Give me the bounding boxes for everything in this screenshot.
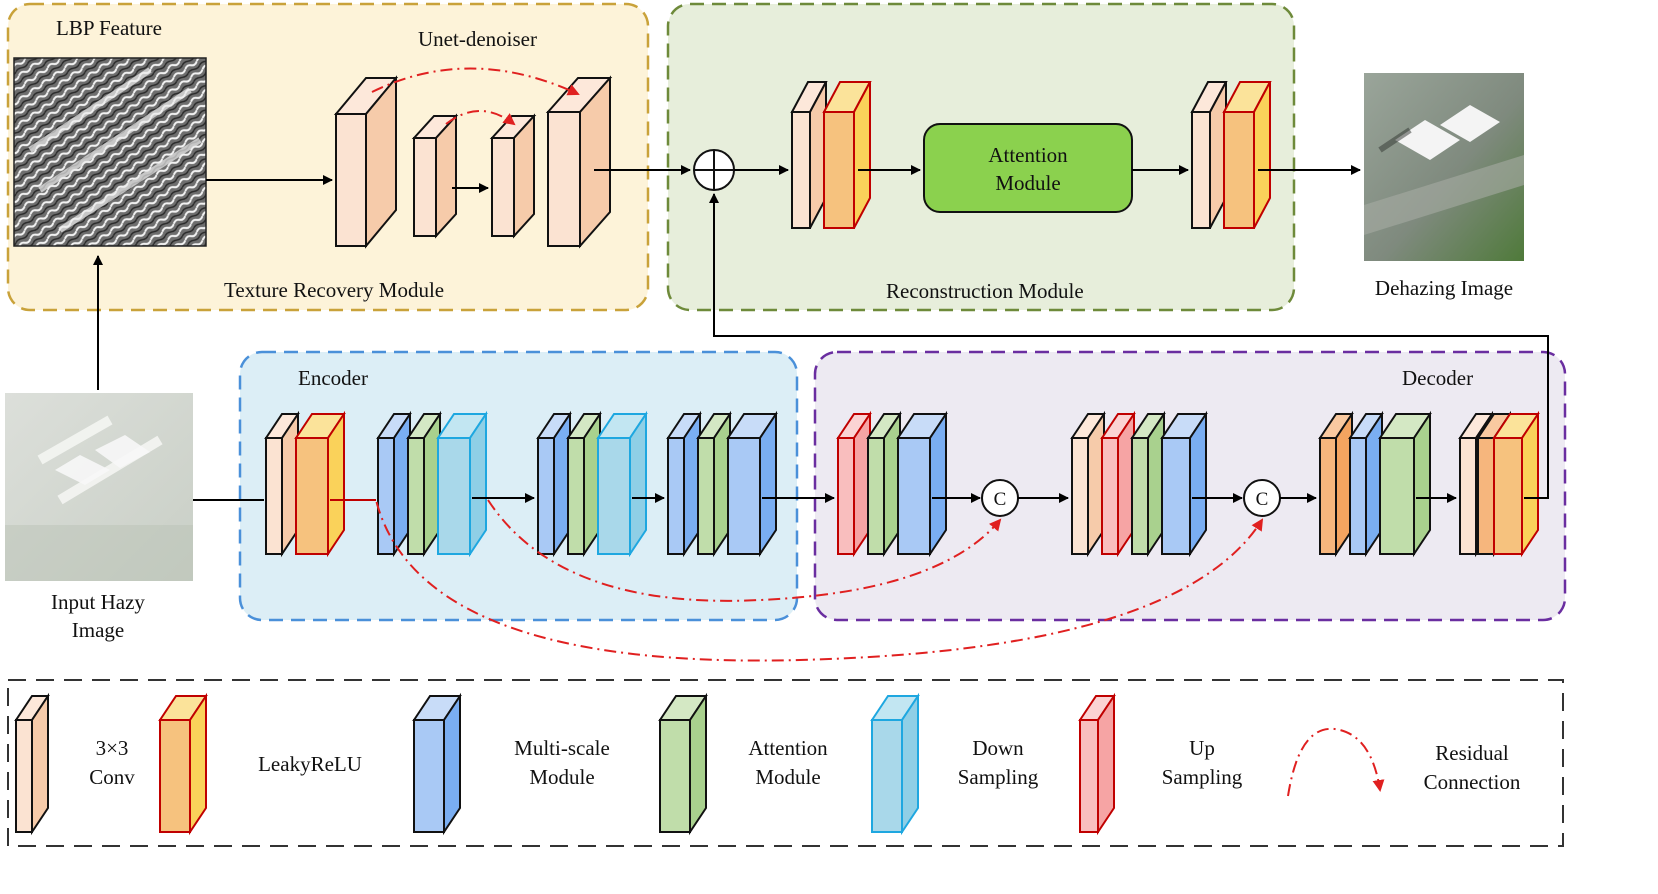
legend-down-line1: Down [972,736,1024,760]
flow-arrows [93,165,1549,503]
encoder-stage-2 [536,410,648,558]
unet-denoiser-label: Unet-denoiser [418,27,537,51]
legend-conv: 3×3 Conv [14,692,135,836]
legend-up-line1: Up [1189,736,1215,760]
dehazing-output-image [1364,73,1524,261]
attention-module-line2: Module [995,171,1060,195]
legend-multiscale-line1: Multi-scale [514,736,610,760]
attention-module-box: Attention Module [923,123,1133,213]
reconstruction-title: Reconstruction Module [886,279,1084,303]
decoder-title: Decoder [1402,366,1473,390]
lbp-feature-image [13,57,207,247]
unet-block-4 [545,75,613,249]
legend-up-line2: Sampling [1162,765,1243,789]
legend-residual-line2: Connection [1424,770,1521,794]
recon-conv-leaky-2 [1190,81,1272,229]
legend-attention: Attention Module [658,692,828,836]
legend-conv-line1: 3×3 [96,736,129,760]
concat-node-2: C [1243,479,1281,517]
recon-conv-leaky-1 [790,81,872,229]
legend-multiscale: Multi-scale Module [412,692,610,836]
element-wise-add-node [693,149,735,191]
concat-node-1: C [981,479,1019,517]
legend-down-line2: Sampling [958,765,1039,789]
lbp-feature-label: LBP Feature [56,16,162,40]
legend-up: Up Sampling [1078,692,1243,836]
encoder-title: Encoder [298,366,368,390]
legend-residual: Residual Connection [1287,727,1521,797]
legend-down: Down Sampling [870,692,1039,836]
encoder-stage-3 [666,410,778,558]
legend-leaky-label: LeakyReLU [258,752,362,776]
decoder-stage-2 [1070,410,1208,558]
decoder-output-block [1458,410,1540,558]
legend-multiscale-line2: Module [529,765,594,789]
decoder-stage-3 [1318,410,1432,558]
legend-attention-line2: Module [755,765,820,789]
unet-block-2 [411,113,459,239]
decoder-stage-1 [836,410,948,558]
input-image-label-line2: Image [72,618,124,642]
encoder-stem-conv-leaky [264,410,346,558]
attention-module-line1: Attention [988,143,1068,167]
concat-symbol-1: C [994,489,1007,510]
legend-conv-line2: Conv [89,765,135,789]
legend-panel [7,679,1564,847]
unet-block-1 [333,75,399,249]
residual-connections [330,67,1264,662]
encoder-stage-1 [376,410,488,558]
dehazing-image-label: Dehazing Image [1375,276,1513,300]
legend-leaky: LeakyReLU [158,692,362,836]
legend-residual-line1: Residual [1435,741,1509,765]
input-image-label-line1: Input Hazy [51,590,145,614]
legend-attention-line1: Attention [748,736,828,760]
concat-symbol-2: C [1256,489,1269,510]
unet-block-3 [489,113,537,239]
texture-recovery-title: Texture Recovery Module [224,278,444,302]
input-hazy-image [5,393,193,581]
